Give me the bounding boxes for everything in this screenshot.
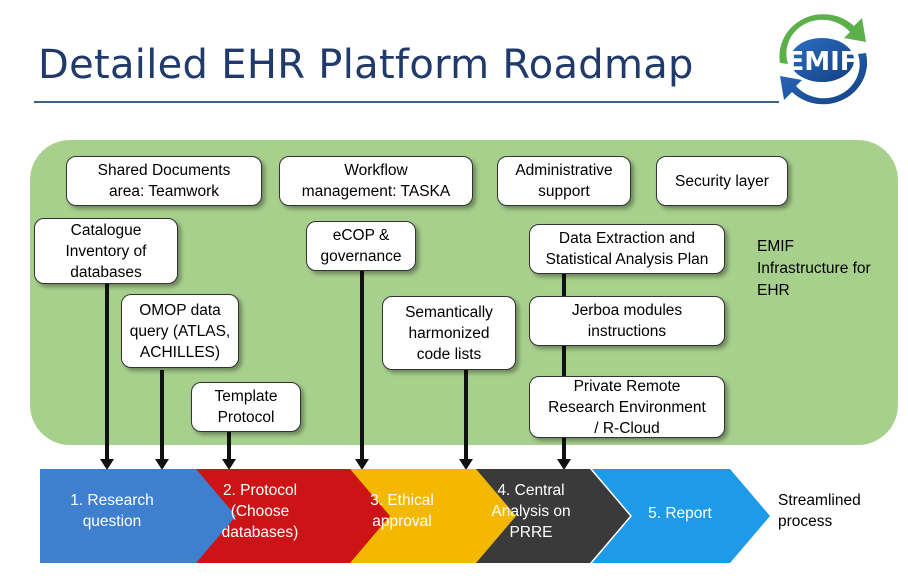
title-underline (34, 101, 779, 103)
streamlined-process-label: Streamlined process (778, 492, 861, 530)
box-ecop-governance: eCOP &governance (306, 221, 416, 271)
page-title: Detailed EHR Platform Roadmap (38, 42, 694, 88)
infrastructure-label: EMIF Infrastructure for EHR (757, 238, 871, 299)
logo-text: EMIF (786, 47, 857, 77)
emif-logo: EMIF (779, 14, 868, 105)
box-security-layer: Security layer (656, 156, 788, 206)
stage-5-label: 5. Report (648, 505, 712, 522)
